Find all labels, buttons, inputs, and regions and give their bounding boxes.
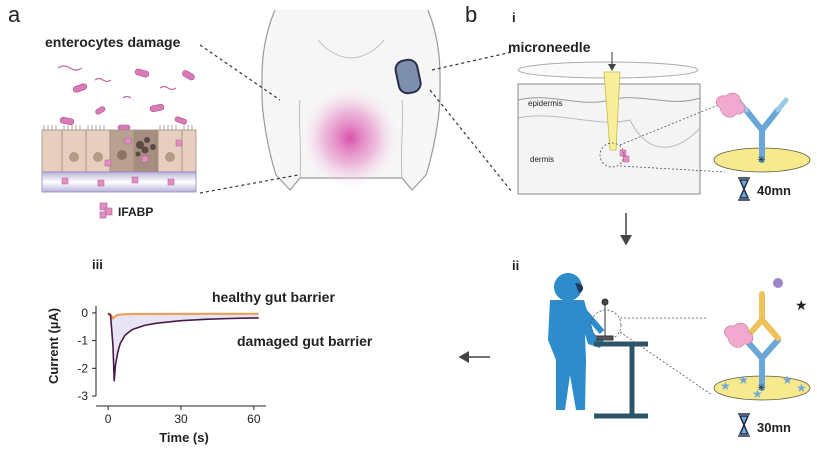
x-tick-label: 30 (174, 412, 188, 426)
svg-text:★: ★ (752, 387, 763, 401)
svg-text:★: ★ (738, 373, 749, 387)
time-2-label: 30mn (757, 420, 791, 435)
y-tick-label: -2 (77, 361, 88, 375)
substrate-stars: ★★★★★ (720, 373, 807, 401)
hourglass-icon-1 (738, 177, 750, 201)
series-line-healthy (107, 312, 259, 320)
gut-inflammation-glow (302, 88, 398, 188)
enzyme-star-icon-ii: ✳ (757, 383, 765, 394)
timer-30: 30mn (738, 413, 791, 437)
curve-difference-fill (108, 313, 259, 381)
svg-text:★: ★ (796, 381, 807, 395)
chart-ticks: 0 -1 -2 -3 0 30 60 (77, 306, 261, 426)
bacteria-flagella (57, 65, 177, 99)
ifabp-legend-label: IFABP (118, 205, 153, 219)
operator-head (554, 273, 582, 301)
label-enzyme-icon (773, 278, 783, 288)
panel-a-letter: a (8, 2, 21, 27)
zoom-circle-i (599, 142, 625, 168)
dermis-label: dermis (530, 155, 554, 164)
ifabp-in-blood (61, 176, 175, 187)
timer-40: 40mn (738, 177, 791, 201)
skin-diagram: microneedle epidermis dermis (508, 39, 726, 195)
series-line-damaged (107, 312, 259, 382)
bacteria-group (59, 68, 195, 131)
operator-at-bench (548, 273, 605, 410)
enzyme-star-icon-i: ✳ (757, 155, 765, 166)
cell-nuclei (69, 150, 175, 162)
series-label-healthy: healthy gut barrier (212, 289, 335, 305)
current-chart: 0 -1 -2 -3 0 30 60 Current (µA) Time (s) healt… (46, 289, 373, 445)
panel-a: enterocytes damage (41, 34, 197, 219)
ifabp-legend: IFABP (99, 202, 153, 219)
x-tick-label: 0 (105, 412, 112, 426)
ifabp-in-cells (104, 137, 183, 167)
antibody-capture-i: ✳ (713, 92, 811, 173)
x-tick-label: 60 (247, 412, 261, 426)
microneedle-shape (603, 71, 621, 151)
y-tick-label: -3 (77, 389, 88, 403)
step-ii-label: ii (512, 258, 519, 273)
y-tick-label: -1 (77, 334, 88, 348)
blood-vessel (41, 171, 197, 193)
svg-text:★: ★ (720, 379, 731, 393)
operator-body (548, 300, 604, 410)
ifabp-legend-icon (99, 202, 113, 219)
pipette-setup (596, 298, 614, 341)
y-tick-label: 0 (81, 306, 88, 320)
microneedle-label: microneedle (508, 39, 591, 55)
time-1-label: 40mn (757, 183, 791, 198)
zoom-circle-ii (590, 309, 622, 341)
ifabp-protein-ii (723, 322, 754, 348)
epidermis-label: epidermis (528, 99, 563, 108)
callout-ii-lines (619, 317, 713, 396)
enterocytes-title: enterocytes damage (45, 34, 181, 50)
x-axis-label: Time (s) (159, 430, 209, 445)
ifabp-protein-i (715, 92, 746, 118)
step-i-label: i (512, 10, 516, 25)
series-label-damaged: damaged gut barrier (237, 333, 373, 349)
microneedle-patch-on-arm (394, 58, 422, 95)
substrate-star-icon-1: ★ (795, 297, 808, 313)
hourglass-icon-2 (738, 413, 750, 437)
chart-series (107, 312, 259, 382)
microvilli (43, 125, 193, 130)
svg-text:★: ★ (782, 373, 793, 387)
step-iii-label: iii (92, 257, 103, 272)
torso-illustration (261, 9, 441, 191)
antibody-sandwich-ii: ★ ★★★★★ ✳ (713, 278, 811, 401)
lab-bench (594, 341, 648, 419)
y-axis-label: Current (µA) (46, 308, 61, 384)
panel-b-letter: b (465, 2, 477, 27)
damaged-cell-debris (135, 137, 156, 157)
callout-lines (199, 44, 513, 194)
